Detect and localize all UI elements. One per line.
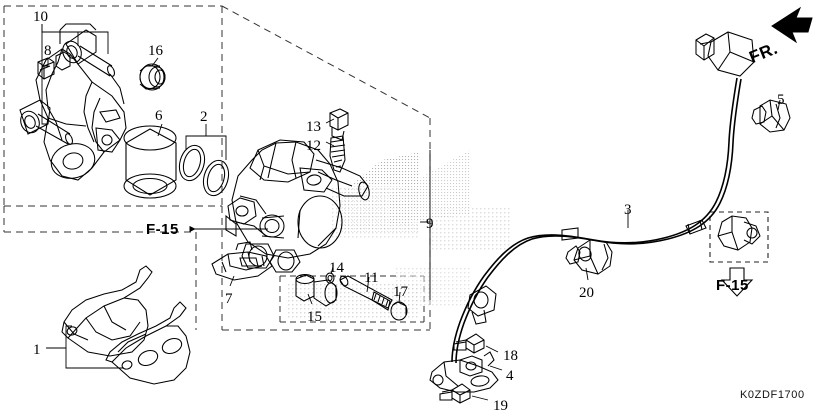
o-ring-artwork	[325, 272, 335, 284]
caliper-pin-bolt-artwork	[339, 275, 393, 311]
callout-label-12: 12	[306, 138, 321, 154]
fr-arrow-icon	[771, 6, 813, 44]
callout-label-17: 17	[393, 284, 408, 300]
hose-clip-artwork	[565, 239, 613, 275]
dust-boot-artwork	[139, 63, 166, 91]
diagram-part-number: K0ZDF1700	[740, 389, 805, 401]
cross-reference-right-label: F-15	[716, 277, 749, 294]
callout-label-4: 4	[506, 368, 514, 384]
caliper-body-artwork	[225, 139, 370, 273]
callout-label-20: 20	[579, 285, 594, 301]
brake-pads-artwork	[61, 265, 191, 385]
callout-label-2: 2	[200, 109, 208, 125]
callout-label-16: 16	[148, 43, 163, 59]
callout-label-13: 13	[306, 119, 321, 135]
callout-label-9: 9	[426, 216, 434, 232]
pad-spring-artwork	[211, 241, 273, 281]
cross-ref-thumbnail-right	[717, 215, 761, 251]
callout-label-14: 14	[329, 260, 344, 276]
group-boundary-center	[221, 118, 431, 331]
caliper-piston-artwork	[123, 125, 177, 199]
brake-hose-artwork	[451, 31, 755, 364]
seal-rings-artwork	[178, 144, 230, 197]
callout-label-15: 15	[307, 309, 322, 325]
callout-label-6: 6	[155, 108, 163, 124]
cross-reference-left-label: F-15	[146, 221, 179, 238]
group-boundary-top-left	[3, 5, 223, 207]
callout-label-11: 11	[364, 270, 379, 286]
callout-label-10: 10	[33, 9, 48, 25]
callout-label-7: 7	[225, 291, 233, 307]
group-boundary-diagonal	[221, 5, 431, 119]
hose-guide-clip-artwork	[751, 99, 791, 133]
callout-label-1: 1	[33, 342, 41, 358]
bleeder-artwork	[329, 108, 349, 173]
callout-label-8: 8	[44, 43, 52, 59]
leader-lines	[41, 24, 781, 401]
cross-ref-arrow-right	[720, 267, 754, 297]
caliper-bracket-artwork	[19, 23, 127, 181]
shading-panels	[286, 150, 510, 320]
callout-label-5: 5	[777, 92, 785, 108]
group-boundary-lower-left	[3, 206, 197, 330]
cross-ref-box-right	[709, 211, 769, 263]
callout-label-19: 19	[493, 398, 508, 411]
callout-label-18: 18	[503, 348, 518, 364]
callout-label-3: 3	[624, 202, 632, 218]
hose-bracket-artwork	[429, 333, 499, 404]
